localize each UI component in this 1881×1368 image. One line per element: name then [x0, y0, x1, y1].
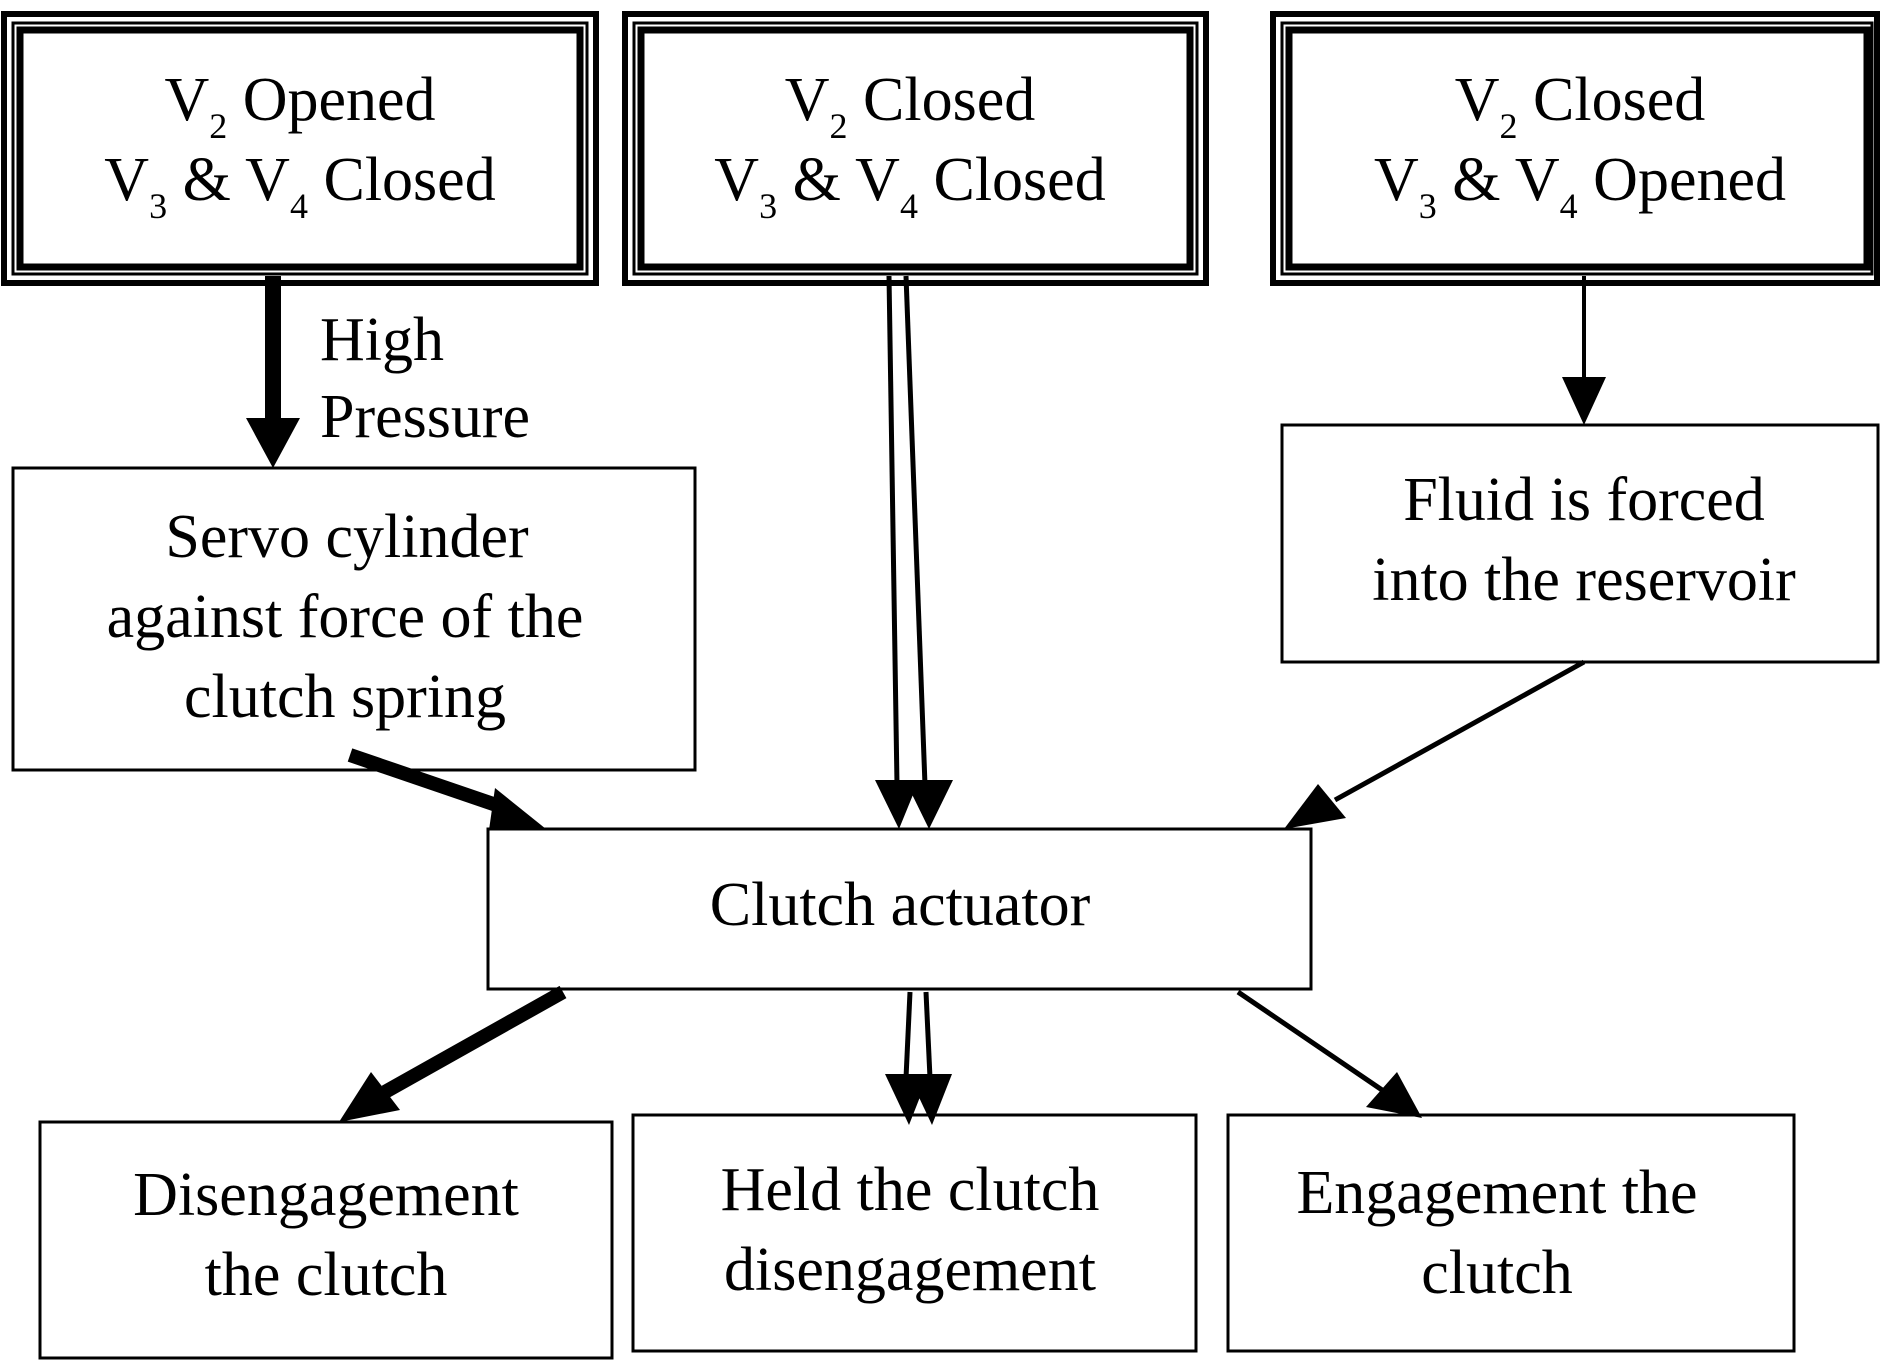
state-box-right: V2 Closed V3 & V4 Opened — [1270, 11, 1880, 286]
arrow-to-fluid — [1562, 276, 1606, 425]
high-pressure-label-line2: Pressure — [320, 383, 530, 451]
outcome-held-box: Held the clutch disengagement — [631, 1113, 1198, 1353]
fluid-line2: into the reservoir — [1372, 546, 1796, 614]
state-left-line1: V2 Opened — [164, 66, 435, 146]
state-left-line2: V3 & V4 Closed — [104, 146, 495, 226]
servo-line3: clutch spring — [184, 663, 506, 731]
arrow-to-engagement — [1236, 989, 1422, 1118]
clutch-actuator-label: Clutch actuator — [710, 871, 1091, 939]
outcome-engagement-box: Engagement the clutch — [1226, 1113, 1796, 1353]
arrow-servo-to-actuator — [347, 748, 546, 830]
state-box-left: V2 Opened V3 & V4 Closed — [1, 11, 599, 286]
clutch-actuator-box: Clutch actuator — [486, 827, 1313, 991]
arrow-high-pressure — [246, 276, 300, 468]
state-box-center: V2 Closed V3 & V4 Closed — [622, 11, 1209, 286]
held-line1: Held the clutch — [721, 1156, 1100, 1224]
arrow-to-held — [885, 991, 952, 1125]
high-pressure-label-line1: High — [320, 306, 444, 374]
servo-line2: against force of the — [107, 583, 584, 651]
arrow-hold-double — [875, 275, 953, 829]
disengagement-line1: Disengagement — [133, 1161, 519, 1229]
servo-line1: Servo cylinder — [165, 503, 529, 571]
outcome-disengagement-box: Disengagement the clutch — [38, 1120, 614, 1360]
arrow-fluid-to-actuator — [1284, 659, 1586, 829]
engagement-line2: clutch — [1421, 1239, 1573, 1307]
fluid-line1: Fluid is forced — [1403, 466, 1765, 534]
engagement-line1: Engagement the — [1296, 1159, 1697, 1227]
fluid-reservoir-box: Fluid is forced into the reservoir — [1280, 423, 1880, 664]
disengagement-line2: the clutch — [205, 1241, 448, 1309]
state-center-line2: V3 & V4 Closed — [714, 146, 1105, 226]
state-center-line1: V2 Closed — [785, 66, 1036, 146]
state-right-line2: V3 & V4 Opened — [1374, 146, 1786, 226]
servo-cylinder-box: Servo cylinder against force of the clut… — [11, 466, 697, 772]
state-right-line1: V2 Closed — [1455, 66, 1706, 146]
arrow-to-disengagement — [339, 985, 567, 1122]
held-line2: disengagement — [724, 1236, 1096, 1304]
